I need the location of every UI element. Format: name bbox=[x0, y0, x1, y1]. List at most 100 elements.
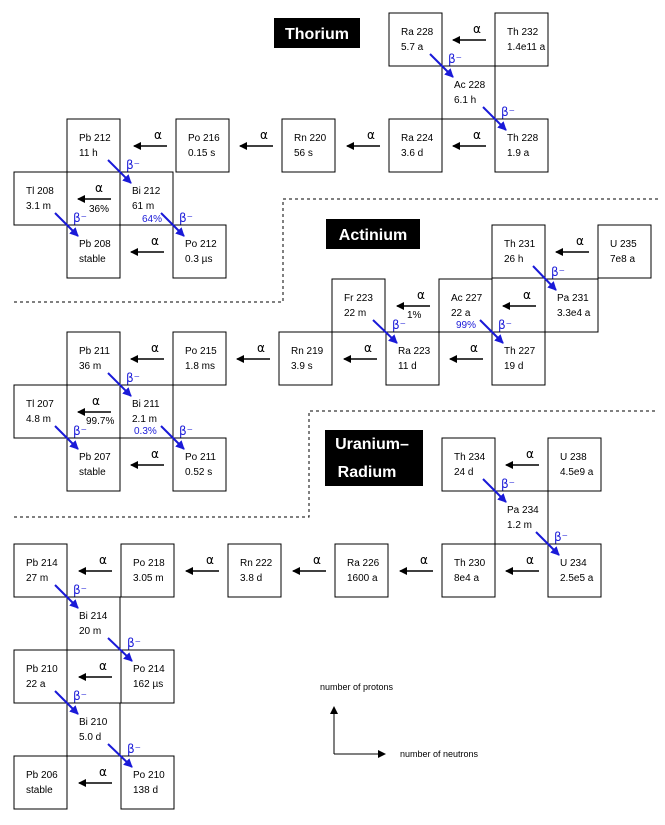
nuclide-name: Po 216 bbox=[188, 133, 220, 144]
branch-labels: 36% 64% 1% 99% 99.7% 0.3% bbox=[86, 204, 476, 437]
alpha-label: α bbox=[154, 128, 162, 142]
beta-label: β⁻ bbox=[127, 636, 141, 650]
alpha-decay-pa231-ac227: α bbox=[502, 288, 536, 310]
beta-label: β⁻ bbox=[126, 371, 140, 385]
nuclide-name: Tl 207 bbox=[26, 399, 54, 410]
branch-bi211-beta: 0.3% bbox=[134, 426, 157, 437]
beta-decay-tl207-pb207: β⁻ bbox=[54, 424, 87, 450]
nuclide-box bbox=[441, 543, 496, 598]
nuclide-half-life: 5.0 d bbox=[79, 732, 101, 743]
alpha-label: α bbox=[473, 22, 481, 36]
alpha-label: α bbox=[151, 341, 159, 355]
nuclide-name: Bi 212 bbox=[132, 186, 161, 197]
beta-decay-ac228-th228: β⁻ bbox=[482, 105, 515, 131]
nuclide-name: Th 227 bbox=[504, 346, 536, 357]
nuclide-half-life: 1600 a bbox=[347, 573, 378, 584]
nuclide-half-life: 138 d bbox=[133, 785, 158, 796]
alpha-label: α bbox=[576, 234, 584, 248]
nuclide-half-life: 0.52 s bbox=[185, 467, 212, 478]
nuclide-name: Po 215 bbox=[185, 346, 217, 357]
title-actinium: Actinium bbox=[326, 219, 420, 249]
beta-arrow bbox=[429, 53, 454, 78]
nuclide-box bbox=[334, 543, 389, 598]
nuclide-name: Ac 228 bbox=[454, 80, 486, 91]
beta-decay-ra228-ac228: β⁻ bbox=[429, 52, 462, 78]
nuclide-name: Pb 214 bbox=[26, 558, 58, 569]
nuclide-name: Th 230 bbox=[454, 558, 486, 569]
nuclide-half-life: 0.3 µs bbox=[185, 254, 212, 265]
alpha-decay-bi211-tl207: α bbox=[77, 394, 111, 416]
nuclide-half-life: 22 a bbox=[26, 679, 46, 690]
beta-label: β⁻ bbox=[501, 105, 515, 119]
title-uranium-line2: Radium bbox=[338, 464, 397, 481]
nuclide-half-life: 162 µs bbox=[133, 679, 163, 690]
beta-label: β⁻ bbox=[501, 477, 515, 491]
beta-arrow bbox=[160, 212, 185, 237]
nuclide-po210: Po 210 138 d bbox=[120, 755, 175, 810]
beta-arrow bbox=[54, 212, 79, 237]
nuclide-name: Pb 212 bbox=[79, 133, 111, 144]
beta-label: β⁻ bbox=[127, 742, 141, 756]
beta-arrow bbox=[107, 159, 132, 184]
nuclide-half-life: 6.1 h bbox=[454, 95, 476, 106]
alpha-decay-ra223-rn219: α bbox=[343, 341, 377, 363]
beta-label: β⁻ bbox=[551, 265, 565, 279]
alpha-label: α bbox=[99, 553, 107, 567]
beta-label: β⁻ bbox=[73, 689, 87, 703]
beta-decay-bi211-po211: β⁻ bbox=[160, 424, 193, 450]
beta-arrow bbox=[54, 584, 79, 609]
nuclide-name: Ra 226 bbox=[347, 558, 380, 569]
nuclide-half-life: 24 d bbox=[454, 467, 473, 478]
nuclide-half-life: 1.4e11 a bbox=[507, 42, 546, 53]
nuclide-name: Rn 222 bbox=[240, 558, 273, 569]
beta-arrow bbox=[535, 531, 560, 556]
nuclide-name: Ac 227 bbox=[451, 293, 483, 304]
title-actinium-bg bbox=[326, 219, 420, 249]
nuclide-half-life: 2.1 m bbox=[132, 414, 157, 425]
nuclide-half-life: stable bbox=[26, 785, 53, 796]
branch-fr223-alpha: 1% bbox=[407, 310, 422, 321]
beta-arrow bbox=[160, 425, 185, 450]
alpha-decay-po214-pb210: α bbox=[78, 659, 112, 681]
alpha-decay-rn220-po216: α bbox=[239, 128, 273, 150]
alpha-decay-u235-th231: α bbox=[555, 234, 589, 256]
alpha-label: α bbox=[473, 128, 481, 142]
nuclide-half-life: 1.2 m bbox=[507, 520, 532, 531]
nuclide-half-life: 4.5e9 a bbox=[560, 467, 594, 478]
nuclide-name: Tl 208 bbox=[26, 186, 54, 197]
nuclide-half-life: 11 d bbox=[398, 361, 417, 372]
alpha-decay-th230-ra226: α bbox=[399, 553, 433, 575]
nuclide-ra226: Ra 226 1600 a bbox=[334, 543, 389, 598]
branch-bi212-alpha: 36% bbox=[89, 204, 109, 215]
beta-label: β⁻ bbox=[73, 583, 87, 597]
nuclide-half-life: 27 m bbox=[26, 573, 48, 584]
nuclide-name: Th 232 bbox=[507, 27, 539, 38]
beta-decay-bi210-po210: β⁻ bbox=[107, 742, 141, 768]
nuclide-th232: Th 232 1.4e11 a bbox=[494, 12, 549, 67]
nuclide-box bbox=[175, 118, 230, 173]
nuclide-box bbox=[120, 543, 175, 598]
beta-label: β⁻ bbox=[498, 318, 512, 332]
alpha-decay-bi212-tl208: α bbox=[77, 181, 111, 203]
nuclide-box bbox=[13, 755, 68, 810]
beta-arrow bbox=[372, 319, 398, 344]
beta-decay-th234-pa234: β⁻ bbox=[482, 477, 515, 503]
nuclide-half-life: 3.9 s bbox=[291, 361, 313, 372]
alpha-label: α bbox=[313, 553, 321, 567]
alpha-label: α bbox=[151, 234, 159, 248]
nuclide-name: Po 210 bbox=[133, 770, 165, 781]
beta-arrow bbox=[479, 319, 504, 344]
alpha-decay-u234-th230: α bbox=[505, 553, 539, 575]
nuclide-half-life: 61 m bbox=[132, 201, 154, 212]
nuclide-half-life: 1.8 ms bbox=[185, 361, 215, 372]
alpha-label: α bbox=[526, 447, 534, 461]
beta-decay-pb210-bi210: β⁻ bbox=[54, 689, 87, 715]
nuclide-name: Pa 234 bbox=[507, 505, 539, 516]
nuclide-half-life: 22 m bbox=[344, 308, 366, 319]
